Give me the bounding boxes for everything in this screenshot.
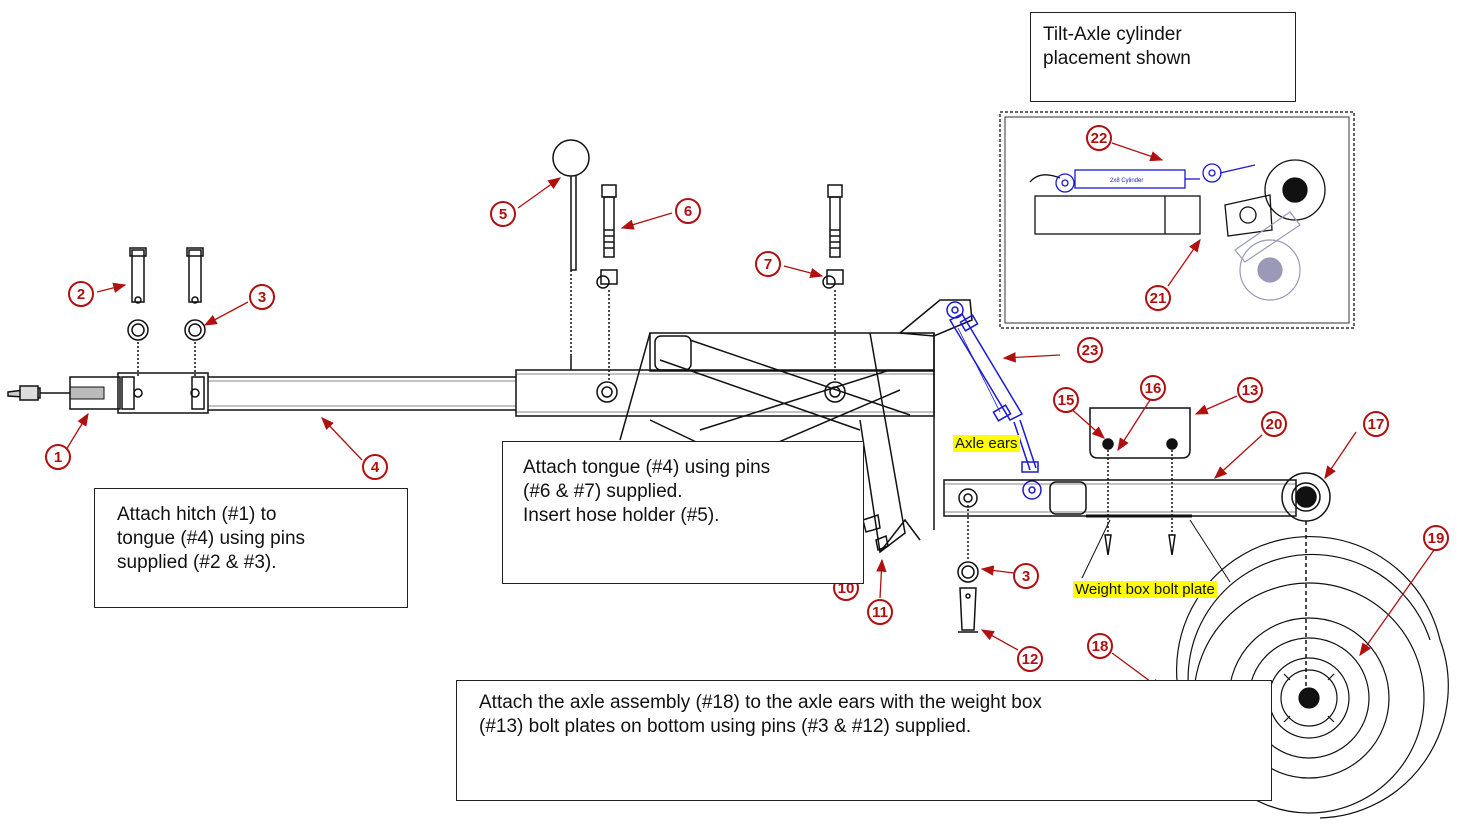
tongue-note: Attach tongue (#4) using pins (#6 & #7) …	[502, 441, 864, 584]
tongue-note-line-3: Insert hose holder (#5).	[523, 505, 720, 527]
svg-text:3: 3	[1022, 568, 1030, 585]
callout-15: 15	[1053, 387, 1079, 413]
svg-text:17: 17	[1368, 416, 1385, 433]
callout-23: 23	[1077, 337, 1103, 363]
axle-ears-label: Axle ears	[953, 435, 1020, 452]
callout-1: 1	[45, 444, 71, 470]
hub-17	[1281, 472, 1331, 690]
pin-12-assembly	[957, 505, 979, 633]
callout-6: 6	[675, 198, 701, 224]
tongue-note-line-1: Attach tongue (#4) using pins	[523, 457, 771, 478]
svg-text:4: 4	[371, 459, 380, 476]
pin-7	[822, 184, 844, 380]
callout-17: 17	[1363, 411, 1389, 437]
svg-text:6: 6	[684, 203, 692, 220]
callout-21: 21	[1145, 285, 1171, 311]
svg-text:13: 13	[1242, 382, 1259, 399]
svg-text:12: 12	[1022, 651, 1039, 668]
callout-5: 5	[490, 201, 516, 227]
svg-text:5: 5	[499, 206, 507, 223]
svg-text:23: 23	[1082, 342, 1099, 359]
callout-bubbles: 1 2 3 4 5 6 7 10 11 3 12 13 15 16 17 18 …	[45, 125, 1449, 672]
weight-box	[1081, 407, 1231, 583]
callout-2: 2	[68, 281, 94, 307]
axle-note-line-1: Attach the axle assembly (#18) to the ax…	[479, 692, 1042, 713]
hitch-note-line-3: supplied (#2 & #3).	[117, 552, 277, 574]
svg-text:19: 19	[1428, 530, 1445, 547]
tilt-axle-inset: 2x8 Cylinder	[999, 111, 1355, 329]
svg-text:21: 21	[1150, 290, 1167, 307]
svg-text:3: 3	[258, 289, 266, 306]
tilt-axle-note-line-1: Tilt-Axle cylinder	[1043, 24, 1182, 45]
callout-18: 18	[1087, 633, 1113, 659]
callout-3b: 3	[1013, 563, 1039, 589]
tilt-axle-note-line-2: placement shown	[1043, 48, 1191, 70]
svg-text:20: 20	[1266, 416, 1283, 433]
callout-22: 22	[1086, 125, 1112, 151]
main-frame	[515, 299, 973, 554]
svg-text:10: 10	[838, 580, 855, 597]
svg-text:16: 16	[1145, 380, 1162, 397]
tilt-axle-note: Tilt-Axle cylinder placement shown	[1030, 12, 1296, 102]
axle-note-line-2: (#13) bolt plates on bottom using pins (…	[479, 716, 972, 738]
svg-text:1: 1	[54, 449, 62, 466]
svg-text:15: 15	[1058, 392, 1075, 409]
pin-6	[596, 184, 618, 380]
hitch-note: Attach hitch (#1) to tongue (#4) using p…	[94, 488, 408, 608]
hitch-part	[7, 372, 209, 414]
callout-7: 7	[755, 251, 781, 277]
axle-beam	[943, 479, 1297, 518]
callout-4: 4	[362, 454, 388, 480]
hitch-note-line-2: tongue (#4) using pins	[117, 528, 306, 550]
callout-13: 13	[1237, 377, 1263, 403]
callout-16: 16	[1140, 375, 1166, 401]
callout-12: 12	[1017, 646, 1043, 672]
wheel-assembly	[1175, 535, 1449, 819]
pin-3	[184, 247, 206, 377]
cylinder-23	[946, 301, 1042, 500]
cylinder-size-label: 2x8 Cylinder	[1110, 178, 1143, 184]
svg-text:22: 22	[1091, 130, 1108, 147]
hose-holder	[552, 139, 590, 355]
callout-3a: 3	[249, 284, 275, 310]
svg-text:2: 2	[77, 286, 85, 303]
pin-2	[127, 247, 149, 377]
callout-leaders	[65, 142, 1435, 691]
hitch-note-line-1: Attach hitch (#1) to	[117, 504, 277, 525]
axle-note: Attach the axle assembly (#18) to the ax…	[456, 680, 1272, 801]
weight-box-bolt-plate-label: Weight box bolt plate	[1073, 581, 1217, 598]
tongue-part	[208, 376, 516, 411]
svg-text:18: 18	[1092, 638, 1109, 655]
svg-text:11: 11	[872, 604, 888, 621]
callout-11: 11	[867, 599, 893, 625]
callout-19: 19	[1423, 525, 1449, 551]
svg-text:7: 7	[764, 256, 772, 273]
callout-20: 20	[1261, 411, 1287, 437]
tongue-note-line-2: (#6 & #7) supplied.	[523, 481, 683, 503]
